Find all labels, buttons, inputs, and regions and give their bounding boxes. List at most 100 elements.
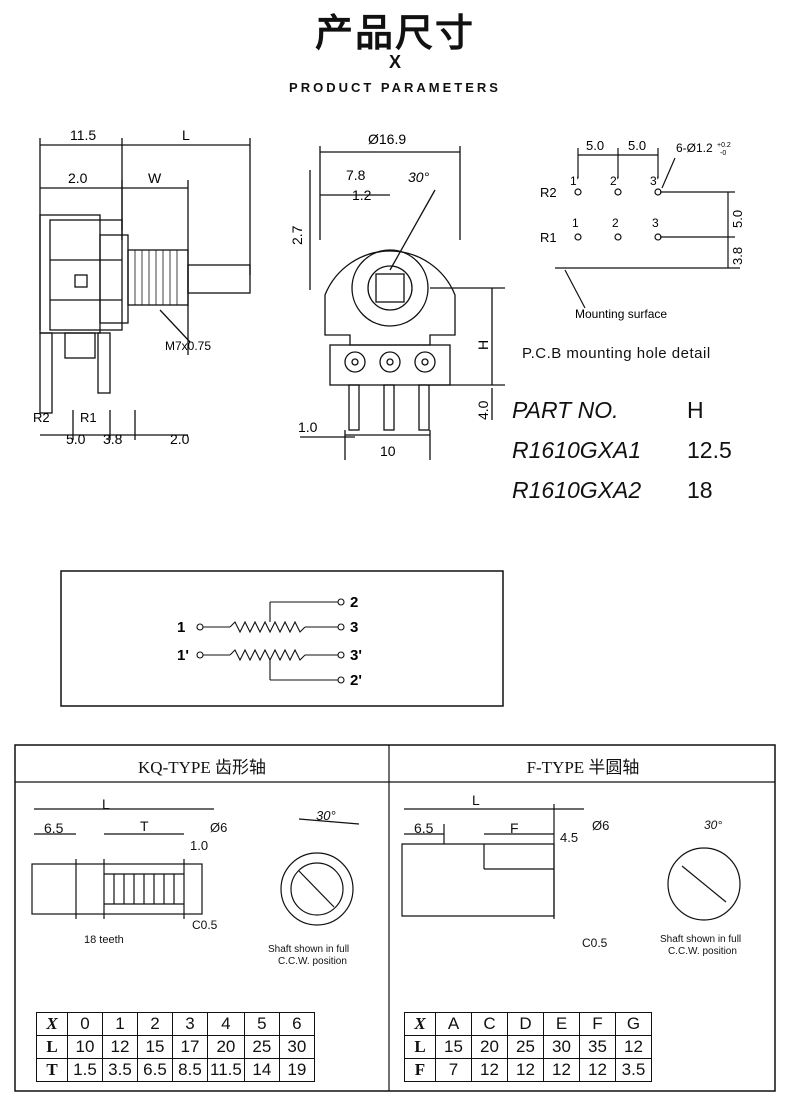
kq-table-head: X 0 1 2 3 4 5 6 [36,1012,315,1036]
schem-1p: 1' [177,647,189,664]
table-cell: 20 [471,1035,508,1059]
table-cell: 19 [278,1058,315,1082]
table-cell: X [36,1012,68,1036]
f-note-1: Shaft shown in full [660,934,742,945]
schem-3p: 3' [350,647,362,664]
kq-angle: 30° [316,808,336,823]
kq-table: X 0 1 2 3 4 5 6 L 10 12 15 17 20 25 30 T… [36,1012,315,1082]
dim-2-7: 2.7 [289,225,305,245]
schem-3: 3 [350,619,358,636]
h-header: H [687,396,704,423]
kq-dim-dia: Ø6 [210,820,228,835]
table-cell: 3.5 [102,1058,138,1082]
pin-r2: R2 [33,410,50,425]
table-cell: 3.5 [615,1058,652,1082]
table-cell: 1.5 [67,1058,103,1082]
kq-note-2: C.C.W. position [278,956,347,967]
table-cell: 6.5 [137,1058,173,1082]
table-cell: C [471,1012,508,1036]
pcb-tol-bot: -0 [720,150,726,157]
pcb-pin-3p: 3' [650,174,659,188]
dim-w: W [148,170,162,186]
table-cell: 2 [137,1012,173,1036]
pcb-hole-detail: 5.0 5.0 6-Ø1.2 +0.2 -0 R2 R1 1' 2' 3' 1 … [540,138,745,321]
table-cell: 7 [435,1058,472,1082]
pcb-r2: R2 [540,185,557,200]
schem-2p: 2' [350,672,362,689]
pin-r1: R1 [80,410,97,425]
table-cell: 12 [102,1035,138,1059]
schem-2: 2 [350,594,358,611]
table-cell: 30 [543,1035,580,1059]
table-cell: L [36,1035,68,1059]
dim-7-8: 7.8 [346,167,366,183]
dim-1-2: 1.2 [352,187,372,203]
kq-teeth: 18 teeth [84,934,124,946]
f-dim-f: F [510,820,519,836]
part-h: 18 [687,476,713,503]
table-cell: E [543,1012,580,1036]
kq-dim-t: T [140,818,149,834]
dim-dia-16-9: Ø16.9 [368,131,406,147]
kq-dim-6-5: 6.5 [44,820,64,836]
table-cell: G [615,1012,652,1036]
dim-1-0: 1.0 [298,419,318,435]
table-cell: 15 [137,1035,173,1059]
f-note-2: C.C.W. position [668,946,737,957]
dim-l: L [182,127,190,143]
mounting-surface-label: Mounting surface [575,307,667,321]
table-cell: D [507,1012,544,1036]
table-cell: 0 [67,1012,103,1036]
pcb-pin-3: 3 [652,216,659,230]
table-cell: 12 [615,1035,652,1059]
f-dim-6-5: 6.5 [414,820,434,836]
table-cell: 3 [172,1012,208,1036]
part-table-header: PART NO. H [512,390,762,430]
pcb-pin-1p: 1' [570,174,579,188]
page-subtitle: PRODUCT PARAMETERS [289,80,501,95]
table-cell: A [435,1012,472,1036]
dim-h: H [475,340,491,350]
table-cell: 35 [579,1035,616,1059]
table-cell: 25 [507,1035,544,1059]
kq-dim-1-0: 1.0 [190,838,209,853]
table-cell: 4 [207,1012,245,1036]
table-cell: 12 [471,1058,508,1082]
pcb-dim-5-0-b: 5.0 [628,138,646,153]
dim-2-0: 2.0 [68,170,88,186]
table-cell: 17 [172,1035,208,1059]
part-table-row: R1610GXA2 18 [512,470,762,510]
pcb-holes: 6-Ø1.2 [676,141,713,155]
f-table: X A C D E F G L 15 20 25 30 35 12 F 7 12… [404,1012,652,1082]
page-title: 产品尺寸 [314,11,475,55]
kq-dim-l: L [102,796,110,812]
kq-table-row: T 1.5 3.5 6.5 8.5 11.5 14 19 [36,1058,315,1082]
pcb-pin-2p: 2' [610,174,619,188]
f-type-title: F-TYPE 半圆轴 [526,758,640,777]
table-cell: L [404,1035,436,1059]
table-cell: 14 [243,1058,280,1082]
schematic-box: 1 1' 2 3 3' 2' [60,570,504,707]
front-view-drawing: Ø16.9 7.8 30° 1.2 2.7 H 4.0 1.0 10 [289,131,505,460]
pcb-dim-3-8-v: 3.8 [730,247,745,265]
f-c0-5: C0.5 [582,936,608,950]
table-cell: F [579,1012,616,1036]
dim-11-5: 11.5 [70,127,96,143]
f-dim-dia: Ø6 [592,818,610,833]
table-cell: X [404,1012,436,1036]
table-cell: 10 [67,1035,103,1059]
table-cell: 11.5 [207,1058,245,1082]
table-cell: 5 [243,1012,280,1036]
dim-2-0-bottom: 2.0 [170,431,190,447]
part-number-table: PART NO. H R1610GXA1 12.5 R1610GXA2 18 [512,390,762,510]
dim-30-deg: 30° [408,169,430,185]
table-cell: 15 [435,1035,472,1059]
shaft-types-frame [14,744,776,1092]
pcb-dim-5-0-a: 5.0 [586,138,604,153]
part-no: R1610GXA1 [512,436,642,463]
table-cell: 12 [579,1058,616,1082]
f-table-head: X A C D E F G [404,1012,652,1036]
pcb-tol-top: +0.2 [717,142,731,149]
pcb-pin-2: 2 [612,216,619,230]
dim-4-0: 4.0 [475,400,491,420]
